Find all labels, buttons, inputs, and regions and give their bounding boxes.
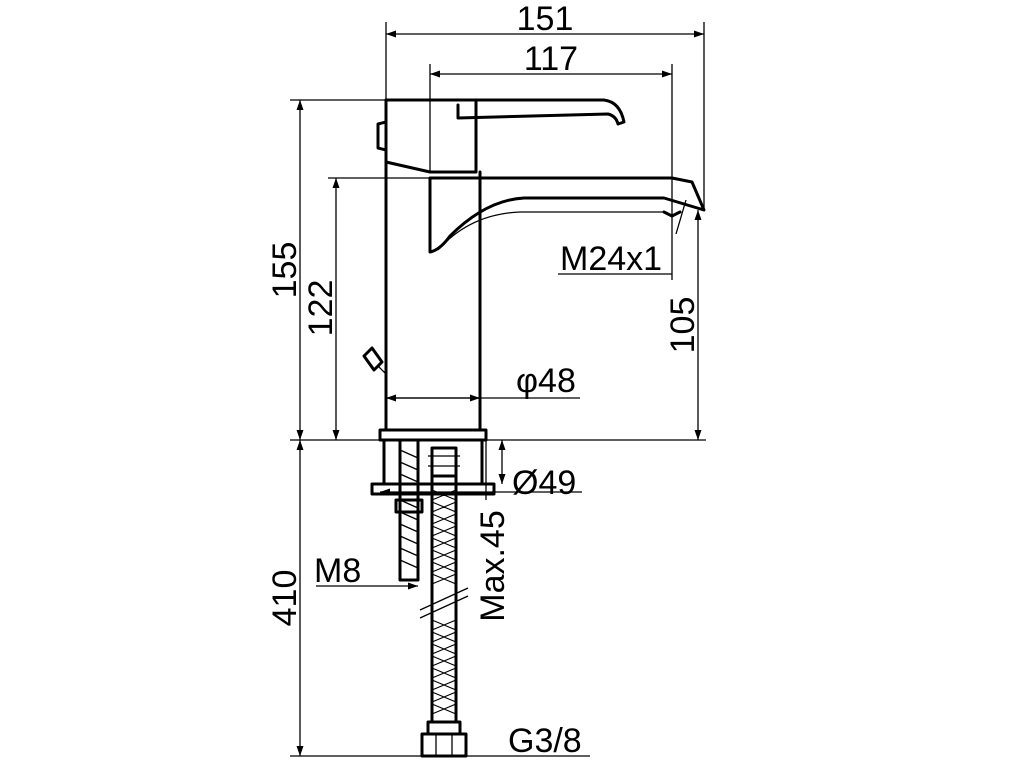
hose-top-connector — [430, 446, 458, 478]
hose-break-mark — [419, 587, 469, 619]
hose-outline — [430, 474, 458, 724]
lever-handle — [456, 98, 626, 126]
base-ring — [378, 428, 488, 442]
flex-hose — [419, 446, 469, 758]
label-m8: M8 — [314, 552, 361, 590]
hose-top-ferrule — [428, 455, 460, 467]
label-122: 122 — [302, 280, 340, 337]
label-105: 105 — [664, 297, 702, 354]
label-151: 151 — [517, 0, 574, 38]
spout-inner-curve — [437, 211, 664, 251]
label-m24x1: M24x1 — [560, 240, 662, 278]
spout — [428, 176, 706, 254]
stud-nut — [394, 498, 424, 514]
dim-m24-leader — [675, 199, 687, 235]
dimension-lines — [290, 22, 705, 757]
label-max45: Max.45 — [474, 510, 512, 622]
hose-bottom-nut — [420, 732, 468, 758]
cartridge-housing — [384, 98, 478, 174]
label-117: 117 — [524, 40, 578, 78]
side-button — [376, 120, 388, 152]
hose-bottom-ferrule — [426, 720, 462, 736]
label-155: 155 — [266, 242, 304, 299]
label-410: 410 — [266, 570, 304, 627]
hose-nut-facets — [435, 734, 453, 756]
popup-rod-stem — [377, 365, 387, 375]
label-o49: Ø49 — [512, 464, 576, 502]
stud-threads — [399, 449, 419, 569]
popup-rod — [362, 346, 384, 372]
label-g38: G3/8 — [508, 722, 582, 760]
body-column — [384, 98, 482, 432]
threaded-stud — [398, 438, 420, 582]
hose-braid — [431, 489, 457, 715]
label-phi48: φ48 — [516, 362, 576, 400]
dimension-labels: 151 117 155 122 105 M24x1 φ48 Ø49 Max.45… — [266, 0, 702, 760]
